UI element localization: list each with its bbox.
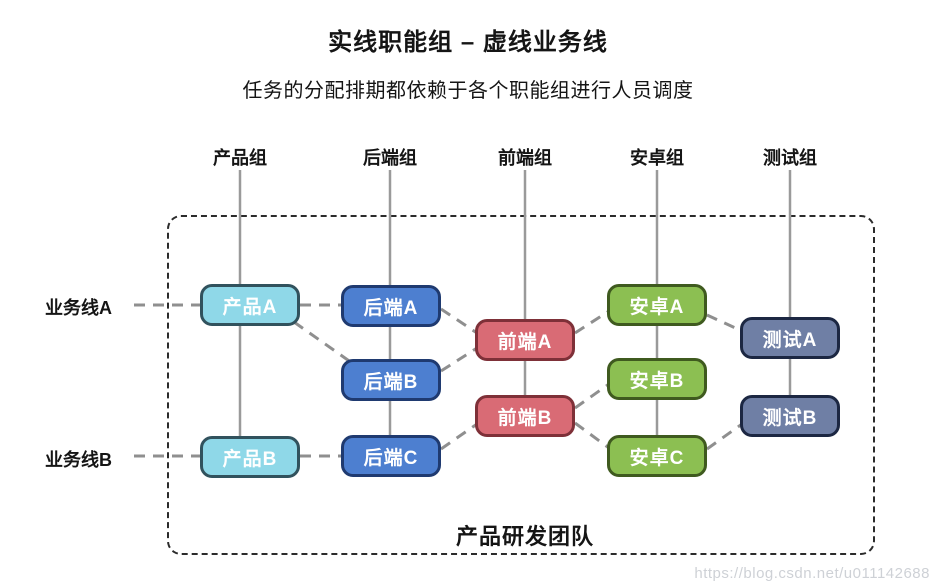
node-backend-a-label: 后端A (363, 297, 419, 319)
node-test-a-label: 测试A (762, 329, 818, 351)
connector-frontendB-to-androidB (574, 382, 610, 410)
node-android-c-label: 安卓C (629, 447, 685, 469)
node-backend-b: 后端B (341, 359, 441, 401)
node-product-a: 产品A (200, 284, 300, 326)
team-boundary-label: 产品研发团队 (455, 524, 594, 549)
connector-frontendB-to-androidC (574, 421, 610, 450)
node-android-a-label: 安卓A (629, 296, 685, 318)
connector-androidA-to-testA (706, 313, 743, 333)
node-frontend-b: 前端B (475, 395, 575, 437)
node-backend-c-label: 后端C (363, 447, 419, 469)
diagram-title: 实线职能组 – 虚线业务线 (328, 29, 608, 56)
business-line-a-label: 业务线A (45, 298, 112, 318)
node-frontend-a-label: 前端A (497, 331, 553, 353)
connector-frontendA-to-androidA (574, 309, 610, 335)
connector-backendC-to-frontendB (440, 422, 478, 451)
node-product-b: 产品B (200, 436, 300, 478)
column-header-frontend: 前端组 (498, 148, 552, 168)
node-test-b-label: 测试B (762, 407, 818, 429)
node-android-c: 安卓C (607, 435, 707, 477)
watermark-url: https://blog.csdn.net/u011142688 (694, 565, 930, 582)
node-android-b-label: 安卓B (629, 370, 685, 392)
node-android-a: 安卓A (607, 284, 707, 326)
node-backend-a: 后端A (341, 285, 441, 327)
diagram-subtitle: 任务的分配排期都依赖于各个职能组进行人员调度 (242, 80, 694, 102)
column-header-android: 安卓组 (630, 148, 684, 168)
node-product-a-label: 产品A (222, 296, 278, 318)
connector-productA-to-backendB (293, 320, 353, 365)
node-backend-c: 后端C (341, 435, 441, 477)
business-line-b-label: 业务线B (45, 450, 112, 470)
column-header-product: 产品组 (213, 148, 267, 168)
node-test-b: 测试B (740, 395, 840, 437)
column-header-test: 测试组 (763, 148, 817, 168)
team-boundary (167, 215, 875, 555)
node-frontend-b-label: 前端B (497, 407, 553, 429)
column-header-backend: 后端组 (363, 148, 417, 168)
node-test-a: 测试A (740, 317, 840, 359)
node-android-b: 安卓B (607, 358, 707, 400)
connector-androidC-to-testB (706, 422, 743, 451)
node-backend-b-label: 后端B (363, 371, 419, 393)
connector-backendB-to-frontendA (440, 346, 478, 373)
node-frontend-a: 前端A (475, 319, 575, 361)
node-product-b-label: 产品B (222, 448, 278, 470)
connector-backendA-to-frontendA (440, 307, 478, 335)
